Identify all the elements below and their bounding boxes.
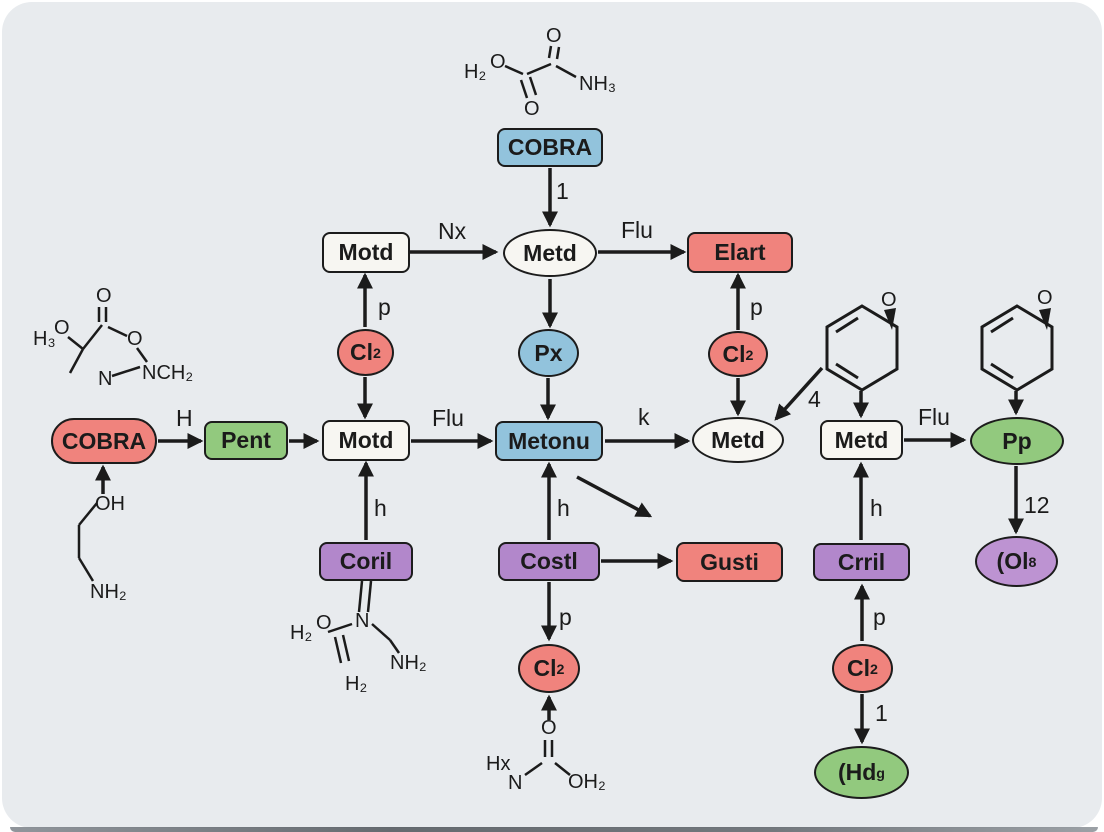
atom-label: H₂ — [464, 61, 486, 83]
edge-label-twelve: 12 — [1024, 492, 1050, 518]
node-coril: Coril — [319, 542, 413, 581]
edge-label-nx: Nx — [438, 218, 467, 244]
edge-label-one-right: 1 — [875, 700, 888, 726]
atom-label: NH₂ — [390, 652, 427, 674]
atom-label: O — [546, 25, 562, 47]
chem-ring-right — [980, 304, 1054, 392]
atom-label: O — [524, 98, 540, 120]
node-metd-top: Metd — [503, 229, 597, 277]
edge-label-p-crril: p — [873, 604, 886, 630]
photo-bottom-edge — [10, 827, 1098, 832]
chem-structure-coril-below — [327, 580, 401, 664]
edge-label-h-crril: h — [870, 495, 883, 521]
chem-structure-top — [504, 45, 577, 99]
edge-label-h-cobra: H — [176, 405, 193, 431]
node-elart: Elart — [687, 232, 793, 273]
node-motd-top: Motd — [322, 232, 410, 273]
edge-label-p-costl: p — [559, 604, 572, 630]
edge-label-h-coril: h — [374, 495, 387, 521]
chem-structure-cobra-below — [77, 502, 98, 582]
atom-label: O — [96, 285, 112, 307]
edge-label-flu-mid: Flu — [432, 405, 464, 431]
node-gusti: Gusti — [676, 542, 783, 582]
edge-label-h-costl: h — [557, 495, 570, 521]
node-cobra-left: COBRA — [51, 418, 157, 464]
node-pp: Pp — [970, 417, 1064, 465]
edge-label-one-top: 1 — [556, 178, 569, 204]
node-metd-mid: Metd — [692, 417, 784, 463]
atom-label: O — [881, 289, 897, 311]
atom-label: O — [54, 317, 70, 339]
node-costl: Costl — [498, 542, 600, 581]
node-motd-mid: Motd — [322, 420, 410, 461]
edges-layer — [94, 168, 1025, 745]
atom-label: O — [1037, 287, 1053, 309]
atom-label: Hx — [486, 753, 510, 775]
node-cobra-top: COBRA — [497, 128, 603, 167]
edge-label-k: k — [638, 404, 650, 430]
atom-label: OH — [95, 493, 125, 515]
edge-label-p-mid: p — [750, 294, 763, 320]
atom-label: N — [508, 772, 522, 794]
chem-ring-left — [825, 304, 899, 392]
atom-label: N — [355, 610, 369, 632]
node-metonu: Metonu — [495, 421, 603, 461]
edge-label-p-left: p — [378, 294, 391, 320]
atom-label: O — [127, 328, 143, 350]
atom-label: H₂ — [290, 622, 312, 644]
atom-label: O — [490, 51, 506, 73]
node-pent: Pent — [204, 421, 288, 460]
node-px: Px — [518, 329, 579, 377]
atom-label: N — [98, 368, 112, 390]
chem-structure-bottom — [524, 740, 571, 777]
edge-label-four: 4 — [808, 386, 821, 412]
edge-label-flu-right: Flu — [918, 404, 950, 430]
node-crril: Crril — [813, 543, 910, 581]
atom-label: O — [316, 612, 332, 634]
atom-label: OH₂ — [568, 771, 606, 793]
arrow — [774, 366, 824, 421]
atom-label: H₂ — [345, 673, 367, 695]
chem-structure-left — [67, 307, 149, 378]
atom-label: H₃ — [33, 328, 56, 350]
node-metd-right: Metd — [820, 420, 903, 460]
edge-label-flu-top: Flu — [621, 217, 653, 243]
atom-label: NCH₂ — [142, 362, 193, 384]
chem-atoms-layer: H₂ O O O NH₃ H₃ O O O N NCH₂ OH NH₂ H₂ O… — [33, 25, 1053, 794]
atom-label: NH₃ — [579, 73, 616, 95]
atom-label: NH₂ — [90, 581, 127, 603]
chem-bonds-layer — [67, 45, 1054, 777]
arrow — [576, 475, 653, 518]
atom-label: O — [541, 717, 557, 739]
